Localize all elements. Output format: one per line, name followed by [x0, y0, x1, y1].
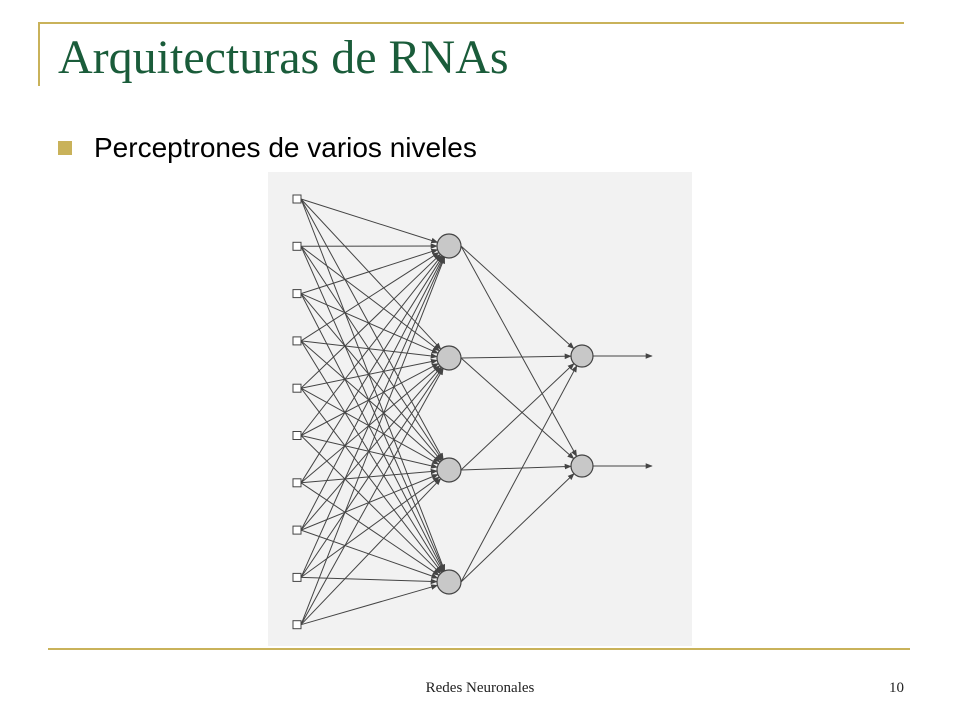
input-hidden-connection [300, 584, 439, 626]
output-neuron [570, 344, 594, 368]
bullet-square-icon [58, 141, 72, 155]
output-neuron [570, 454, 594, 478]
input-hidden-connection [300, 254, 443, 436]
bullet-item: Perceptrones de varios niveles [58, 132, 477, 164]
input-hidden-connection [300, 435, 441, 575]
input-hidden-connection [300, 293, 439, 354]
input-hidden-connection [300, 245, 440, 352]
footer-divider [48, 648, 910, 650]
input-node [292, 525, 302, 535]
hidden-output-connection [460, 245, 578, 457]
hidden-neuron [436, 569, 462, 595]
input-node [292, 620, 302, 630]
input-hidden-connection [300, 198, 446, 572]
input-hidden-connection [300, 365, 441, 484]
hidden-output-connection [460, 357, 575, 460]
hidden-output-connection [460, 245, 575, 350]
hidden-output-connection [460, 473, 575, 583]
hidden-output-connection [460, 365, 578, 583]
input-hidden-connection [300, 246, 443, 461]
input-hidden-connection [300, 253, 441, 389]
input-hidden-connection [300, 476, 440, 578]
input-hidden-connection [300, 256, 445, 578]
input-hidden-connection [300, 293, 444, 572]
hidden-neuron [436, 457, 462, 483]
network-figure [268, 172, 692, 646]
input-hidden-connection [300, 198, 442, 350]
hidden-neuron [436, 233, 462, 259]
input-hidden-connection [300, 367, 444, 625]
input-hidden-connection [300, 198, 439, 244]
input-hidden-connection [300, 363, 439, 436]
input-hidden-connection [300, 256, 446, 625]
hidden-output-connection [460, 353, 572, 360]
network-diagram [292, 194, 653, 630]
input-node [292, 383, 302, 393]
input-hidden-connection [300, 387, 443, 574]
input-hidden-connection [300, 387, 440, 465]
input-hidden-connection [300, 256, 444, 531]
frame-top-border [38, 22, 904, 24]
input-node [292, 289, 302, 299]
hidden-output-connection [460, 463, 572, 471]
input-hidden-connection [300, 248, 439, 295]
hidden-neuron [436, 345, 462, 371]
input-hidden-connection [300, 340, 444, 573]
page-number: 10 [889, 680, 904, 696]
input-node [292, 478, 302, 488]
input-hidden-connection [300, 367, 443, 578]
input-hidden-connection [300, 252, 440, 342]
input-node [292, 431, 302, 440]
input-node [292, 336, 302, 346]
input-hidden-connection [300, 482, 440, 576]
input-hidden-connection [300, 293, 442, 462]
bullet-text: Perceptrones de varios niveles [94, 132, 477, 163]
footer-title: Redes Neuronales [425, 680, 535, 696]
input-hidden-connection [300, 246, 445, 572]
input-hidden-connection [300, 529, 439, 579]
frame-left-border [38, 22, 40, 86]
input-node [292, 572, 302, 582]
input-hidden-connection [300, 366, 442, 531]
hidden-output-connection [460, 363, 575, 471]
input-hidden-connection [300, 255, 444, 484]
input-hidden-connection [300, 576, 438, 585]
input-hidden-connection [300, 340, 441, 463]
input-node [292, 241, 302, 251]
slide-title: Arquitecturas de RNAs [58, 31, 509, 84]
input-hidden-connection [300, 198, 444, 461]
input-hidden-connection [300, 478, 442, 626]
input-node [292, 194, 302, 204]
